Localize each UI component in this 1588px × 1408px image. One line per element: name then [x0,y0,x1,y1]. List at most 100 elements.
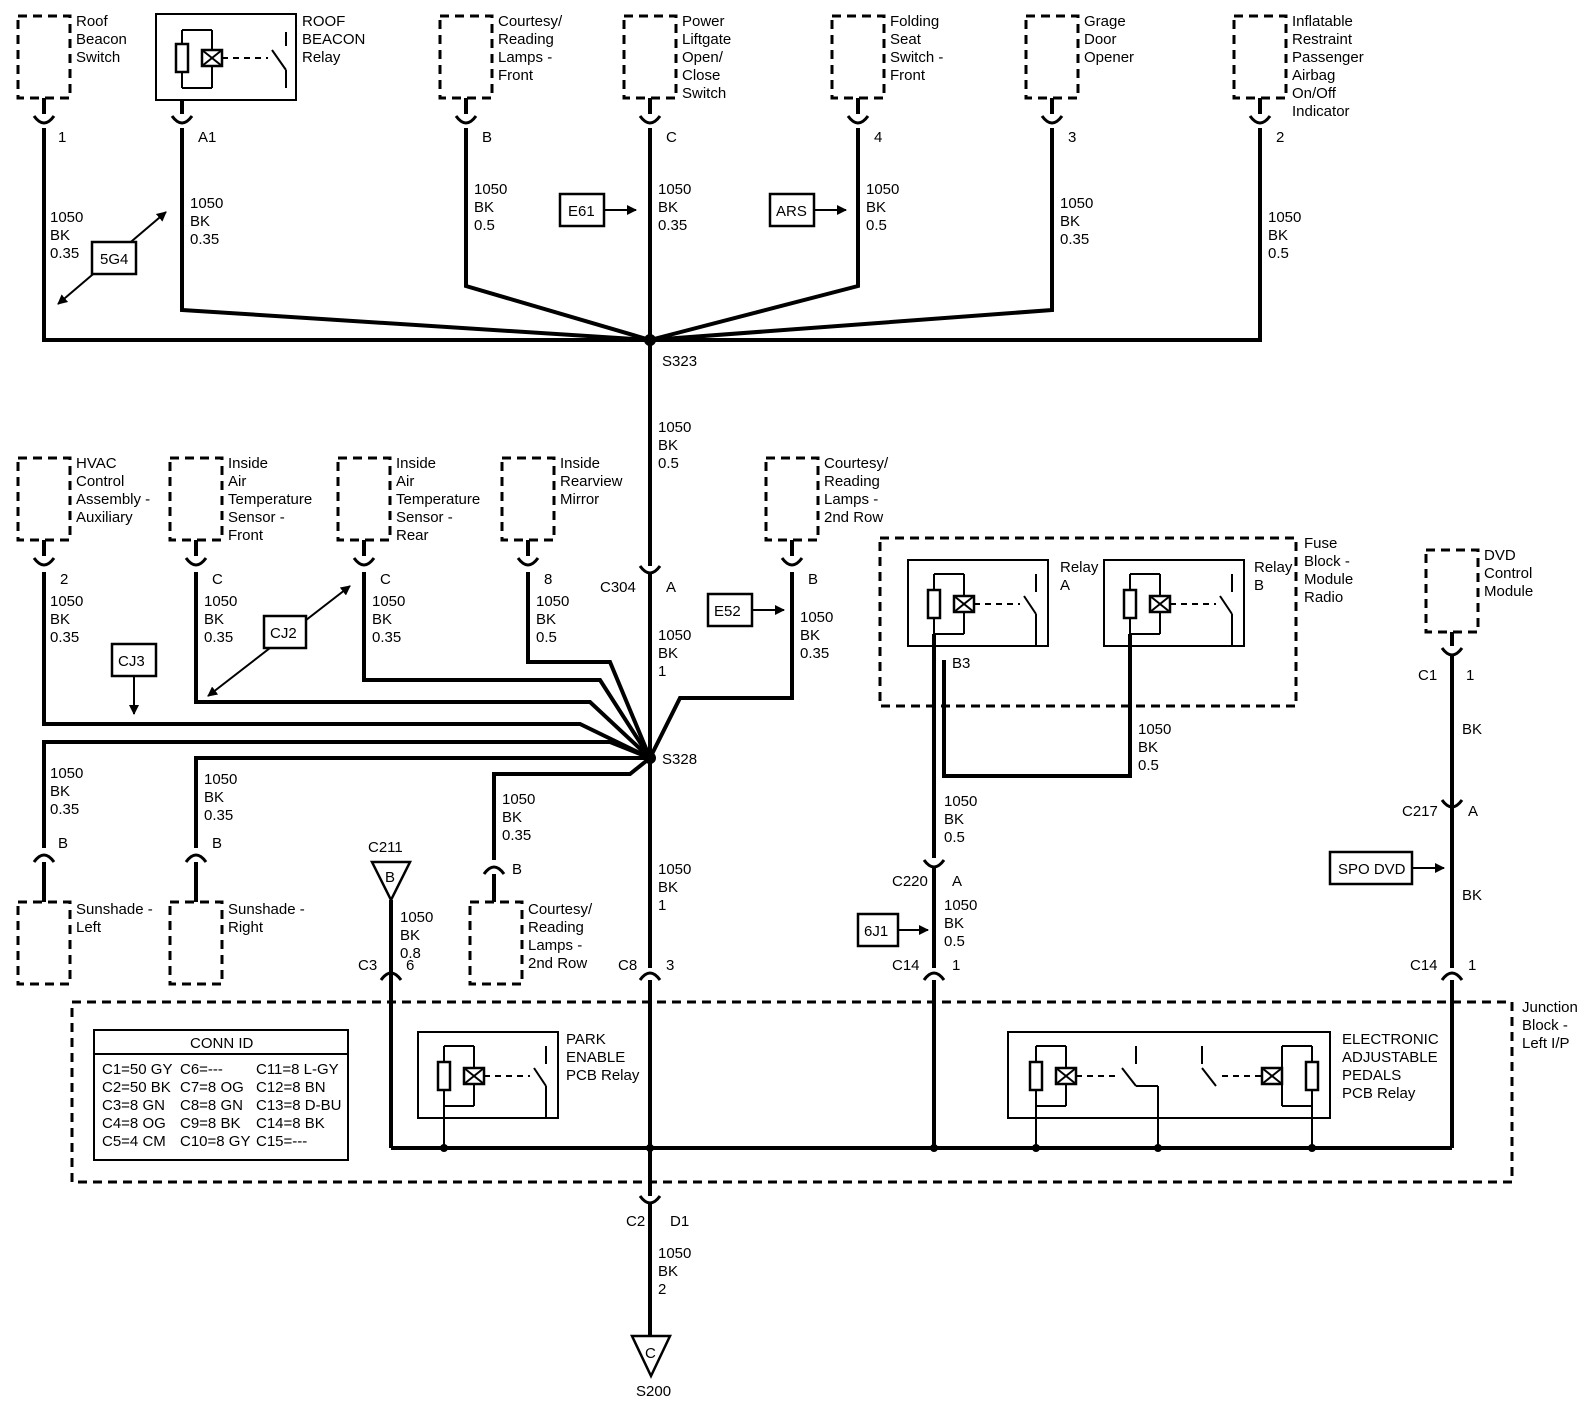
svg-text:Grage: Grage [1084,13,1126,30]
svg-text:C4=8 OG: C4=8 OG [102,1115,166,1132]
svg-text:Left I/P: Left I/P [1522,1035,1570,1052]
svg-text:0.35: 0.35 [190,231,219,248]
svg-text:Right: Right [228,919,264,936]
svg-text:Auxiliary: Auxiliary [76,509,133,526]
svg-text:Roof: Roof [76,13,109,30]
svg-text:Sensor -: Sensor - [396,509,453,526]
svg-text:1: 1 [952,957,960,974]
svg-text:0.5: 0.5 [944,829,965,846]
svg-text:Temperature: Temperature [396,491,480,508]
svg-text:1050: 1050 [658,1245,691,1262]
c304-connector: C304 A [600,565,676,596]
svg-text:A: A [666,579,676,596]
svg-text:BK: BK [800,627,820,644]
svg-text:S323: S323 [662,353,697,370]
svg-text:BK: BK [944,915,964,932]
svg-text:Indicator: Indicator [1292,103,1350,120]
svg-text:A1: A1 [198,129,216,146]
svg-text:Left: Left [76,919,102,936]
svg-text:C5=4 CM: C5=4 CM [102,1133,166,1150]
svg-text:C14=8 BK: C14=8 BK [256,1115,325,1132]
ref-spo-dvd: SPO DVD [1328,850,1445,886]
svg-text:1050: 1050 [944,897,977,914]
hvac-control-aux: HVAC Control Assembly - Auxiliary [16,455,150,542]
top-connectors: 1 A1 B C 4 3 2 [32,98,1284,146]
svg-text:4: 4 [874,129,882,146]
svg-text:6J1: 6J1 [864,923,888,940]
svg-text:Sunshade -: Sunshade - [76,901,153,918]
rearview-mirror: Inside Rearview Mirror [500,455,623,542]
svg-text:A: A [952,873,962,890]
svg-text:ENABLE: ENABLE [566,1049,625,1066]
svg-text:1050: 1050 [536,593,569,610]
svg-text:0.5: 0.5 [658,455,679,472]
svg-text:Power: Power [682,13,725,30]
svg-text:0.35: 0.35 [50,245,79,262]
s200-ground: C S200 [630,1334,672,1400]
svg-text:Airbag: Airbag [1292,67,1335,84]
svg-text:5G4: 5G4 [100,251,128,268]
svg-text:DVD: DVD [1484,547,1516,564]
svg-text:C7=8 OG: C7=8 OG [180,1079,244,1096]
svg-text:C3: C3 [358,957,377,974]
svg-text:PARK: PARK [566,1031,606,1048]
svg-text:BK: BK [1462,887,1482,904]
svg-text:1050: 1050 [50,765,83,782]
svg-text:C9=8 BK: C9=8 BK [180,1115,240,1132]
roof-beacon-relay: ROOF BEACON Relay [155,13,365,101]
svg-text:0.5: 0.5 [866,217,887,234]
svg-text:C6=---: C6=--- [180,1061,223,1078]
svg-text:1050: 1050 [1138,721,1171,738]
svg-text:Front: Front [228,527,264,544]
svg-text:Folding: Folding [890,13,939,30]
sunshade-left-wire: B 1050 BK 0.35 [32,765,83,902]
courtesy-lamps-2nd-row-top: Courtesy/ Reading Lamps - 2nd Row [764,455,889,542]
svg-text:C: C [666,129,677,146]
svg-text:Block -: Block - [1304,553,1350,570]
svg-text:Courtesy/: Courtesy/ [528,901,593,918]
svg-text:C1=50 GY: C1=50 GY [102,1061,172,1078]
svg-text:BK: BK [204,789,224,806]
svg-text:Inside: Inside [228,455,268,472]
ref-6j1: 6J1 [856,912,929,948]
svg-text:Lamps -: Lamps - [498,49,552,66]
svg-text:C14: C14 [1410,957,1438,974]
svg-text:S200: S200 [636,1383,671,1400]
svg-text:C8: C8 [618,957,637,974]
svg-text:C: C [212,571,223,588]
svg-text:Module: Module [1484,583,1533,600]
svg-text:C: C [645,1345,656,1362]
c2-connector: C2 D1 1050 BK 2 [626,1195,691,1336]
svg-text:BK: BK [474,199,494,216]
svg-text:Lamps -: Lamps - [824,491,878,508]
svg-text:A: A [1060,577,1070,594]
svg-text:C10=8 GY: C10=8 GY [180,1133,250,1150]
svg-text:BK: BK [1060,213,1080,230]
svg-text:Fuse: Fuse [1304,535,1337,552]
svg-text:1050: 1050 [658,627,691,644]
svg-text:1050: 1050 [204,593,237,610]
svg-text:1050: 1050 [50,593,83,610]
svg-text:2nd Row: 2nd Row [528,955,587,972]
svg-text:Inflatable: Inflatable [1292,13,1353,30]
svg-text:Air: Air [396,473,414,490]
svg-text:Passenger: Passenger [1292,49,1364,66]
svg-text:Inside: Inside [396,455,436,472]
svg-text:PCB Relay: PCB Relay [566,1067,640,1084]
svg-text:1: 1 [658,663,666,680]
svg-text:B: B [482,129,492,146]
svg-text:BK: BK [944,811,964,828]
junction-block-left-ip: Junction Block - Left I/P [70,999,1578,1184]
svg-text:C14: C14 [892,957,920,974]
svg-text:0.5: 0.5 [1268,245,1289,262]
svg-text:1050: 1050 [502,791,535,808]
c211-ground: C211 B 1050 BK 0.8 [368,839,433,980]
svg-text:Opener: Opener [1084,49,1134,66]
svg-text:Control: Control [76,473,124,490]
sunshade-right: Sunshade - Right [168,900,305,986]
svg-text:0.35: 0.35 [372,629,401,646]
svg-text:1: 1 [658,897,666,914]
svg-text:B: B [808,571,818,588]
svg-text:1050: 1050 [474,181,507,198]
svg-text:2: 2 [60,571,68,588]
